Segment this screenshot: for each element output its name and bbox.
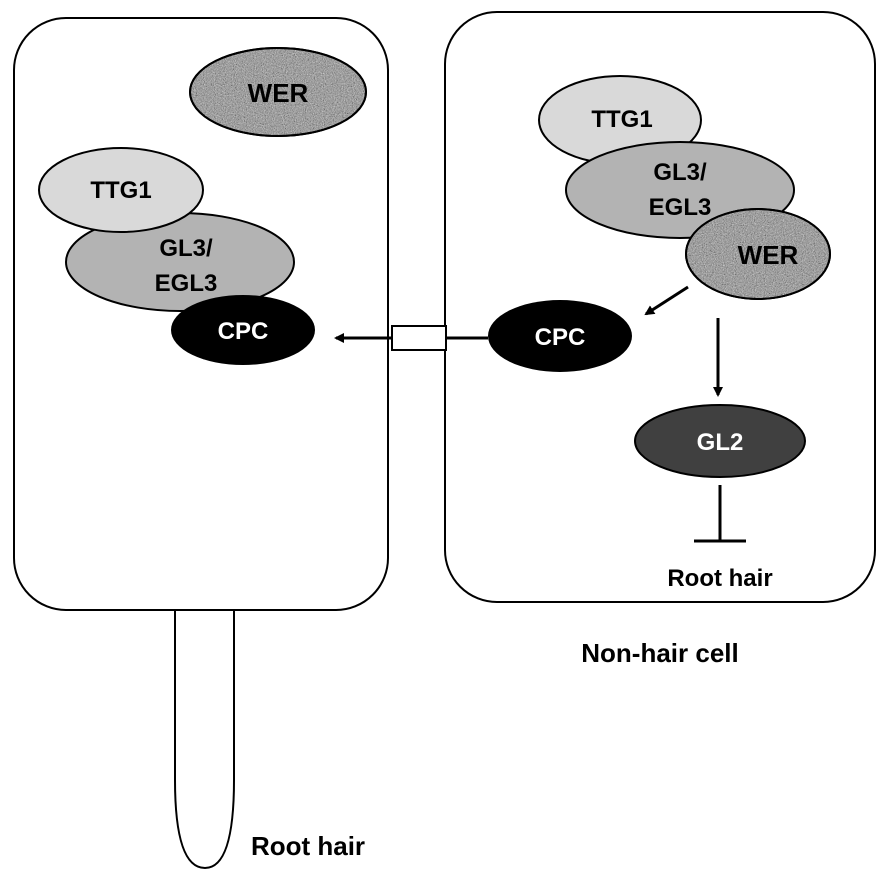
- left-gl3-label-line1: GL3/: [159, 235, 213, 262]
- right-cpc-protein: CPC: [488, 300, 632, 372]
- left-cpc-label: CPC: [218, 318, 269, 345]
- right-root-hair-label: Root hair: [667, 565, 772, 592]
- non-hair-cell-caption: Non-hair cell: [581, 638, 738, 668]
- right-cell: TTG1 GL3/ EGL3 WER CPC GL2: [444, 11, 876, 603]
- right-ttg1-label: TTG1: [591, 106, 652, 133]
- left-wer-label: WER: [248, 78, 309, 108]
- wer-to-cpc-arrow: [644, 285, 689, 316]
- plasmodesma-channel: [391, 325, 447, 351]
- gl2-inhibition-bar: [694, 485, 746, 543]
- left-cpc-protein: CPC: [171, 295, 315, 365]
- left-root-hair-caption: Root hair: [251, 831, 365, 861]
- gl2-label: GL2: [697, 429, 744, 456]
- left-gl3-egl3-protein: GL3/ EGL3: [65, 212, 295, 312]
- right-wer-label: WER: [738, 240, 799, 270]
- right-gl3-label-line2: EGL3: [649, 194, 712, 221]
- left-ttg1-label: TTG1: [90, 177, 151, 204]
- cpc-movement-arrow: [334, 325, 488, 351]
- right-cpc-label: CPC: [535, 324, 586, 351]
- gl2-protein: GL2: [634, 404, 806, 478]
- left-gl3-label-line2: EGL3: [155, 270, 218, 297]
- right-gl3-label-line1: GL3/: [653, 159, 707, 186]
- left-cell: WER GL3/ EGL3 TTG1 CPC: [13, 17, 389, 870]
- right-wer-protein: WER: [685, 208, 831, 300]
- left-ttg1-protein: TTG1: [38, 147, 204, 233]
- left-wer-protein: WER: [189, 47, 367, 137]
- root-hair-protrusion: [174, 600, 235, 870]
